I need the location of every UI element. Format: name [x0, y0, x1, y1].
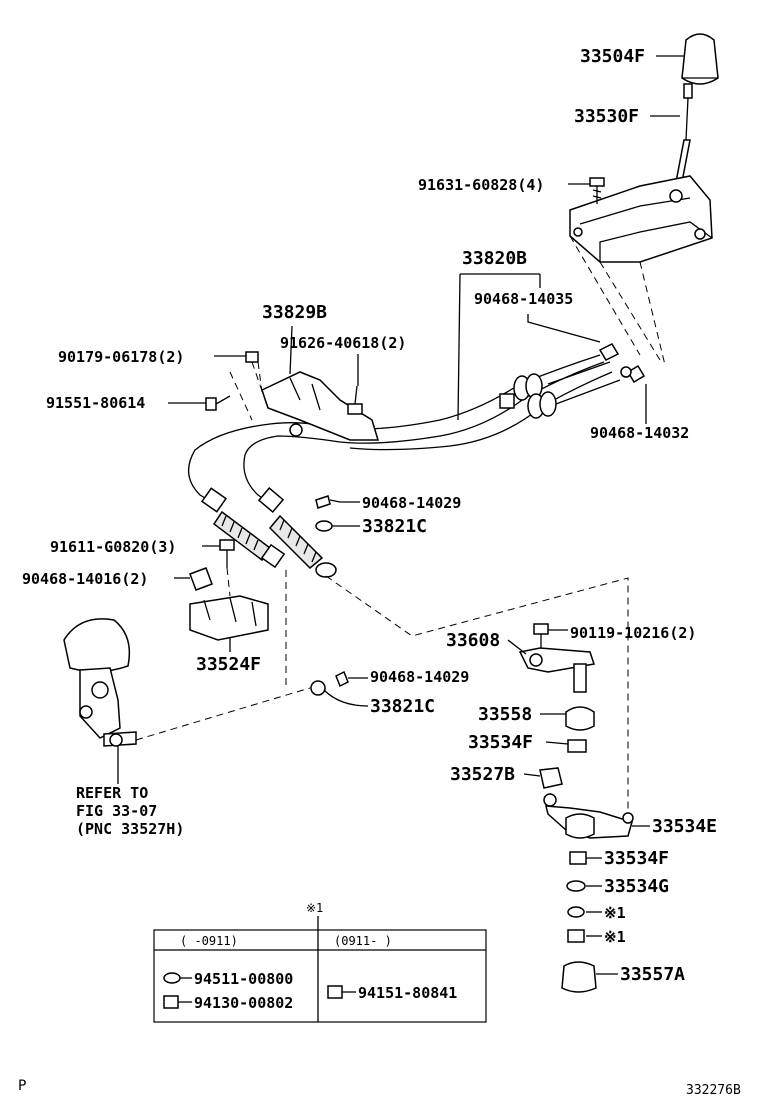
label-note1-washer: ※1	[586, 904, 626, 922]
part-number: 33534E	[652, 816, 717, 837]
part-number: 33530F	[574, 106, 639, 127]
label-91611: 91611-G0820(3)	[50, 538, 220, 556]
clip-90468-14016-drawing	[189, 567, 213, 591]
table-marker: ※1	[306, 901, 323, 915]
bushing-33557A-drawing	[561, 961, 597, 993]
footer-left: P	[18, 1078, 26, 1094]
clip-90468-14029-upper-drawing	[315, 495, 341, 509]
washer-note1-drawing	[567, 906, 585, 918]
part-number: ※1	[604, 904, 626, 922]
part-number: 33558	[478, 704, 532, 725]
table-col1-row2: 94130-00802	[194, 994, 293, 1012]
part-number: 33534F	[468, 732, 533, 753]
label-90468-14029-lower: 90468-14029	[348, 668, 469, 686]
table-col2-header: (0911- )	[334, 934, 392, 948]
label-33524F: 33524F	[196, 638, 261, 675]
label-91631: 91631-60828(4)	[418, 176, 590, 194]
bolt-91611-drawing	[219, 539, 235, 568]
label-33530F: 33530F	[574, 106, 680, 127]
shift-lever-drawing	[675, 83, 693, 183]
label-90468-14029-upper: 90468-14029	[340, 494, 461, 512]
clip-90468-14029-lower-drawing	[335, 670, 349, 688]
shift-knob-drawing	[681, 33, 719, 85]
bracket-33524F-drawing	[189, 595, 269, 641]
label-90468-14032: 90468-14032	[590, 384, 689, 442]
part-number: 33527B	[450, 764, 515, 785]
nut-33534F-upper-drawing	[567, 739, 587, 753]
nut-note1-drawing	[567, 929, 585, 943]
part-number: 91611-G0820(3)	[50, 538, 176, 556]
label-33821C-lower: 33821C	[323, 689, 435, 717]
label-33829B: 33829B	[262, 302, 327, 375]
part-number: 33557A	[620, 964, 685, 985]
part-number: 90119-10216(2)	[570, 624, 696, 642]
table-col2-row1: 94151-80841	[358, 984, 457, 1002]
bracket-33527B-drawing	[539, 767, 563, 789]
washer-33534G-drawing	[566, 880, 586, 892]
part-number: 33829B	[262, 302, 327, 323]
table-col1-row1: 94511-00800	[194, 970, 293, 988]
refer-line-3: (PNC 33527H)	[76, 820, 184, 838]
part-number: 33820B	[462, 248, 527, 269]
part-number: 33608	[446, 630, 500, 651]
part-number: 33821C	[370, 696, 435, 717]
label-33527B: 33527B	[450, 764, 541, 785]
label-33557A: 33557A	[596, 964, 685, 985]
variant-table: ※1 ( -0911) (0911- ) 94511-00800 94130-0…	[153, 901, 487, 1023]
label-90119: 90119-10216(2)	[548, 624, 696, 642]
label-91626: 91626-40618(2)	[280, 334, 406, 386]
label-33504F: 33504F	[580, 46, 684, 67]
label-91551: 91551-80614	[46, 394, 206, 412]
label-33821C-upper: 33821C	[332, 516, 427, 537]
table-col1-header: ( -0911)	[180, 934, 238, 948]
label-33820B: 33820B	[457, 248, 541, 421]
label-90468-14016: 90468-14016(2)	[22, 570, 190, 588]
label-90179: 90179-06178(2)	[58, 348, 246, 366]
bushing-33558-drawing	[565, 706, 595, 731]
part-number: 91551-80614	[46, 394, 145, 412]
control-lever-33608-drawing	[518, 647, 595, 693]
part-number: 33524F	[196, 654, 261, 675]
part-number: 90468-14029	[370, 668, 469, 686]
refer-note: REFER TO FIG 33-07 (PNC 33527H)	[76, 746, 184, 838]
part-number: 91631-60828(4)	[418, 176, 544, 194]
label-33534E: 33534E	[632, 816, 717, 837]
part-number: 91626-40618(2)	[280, 334, 406, 352]
part-number: 90179-06178(2)	[58, 348, 184, 366]
washer-33821C-lower-drawing	[310, 680, 326, 696]
refer-line-2: FIG 33-07	[76, 802, 157, 820]
bolt-91551-drawing	[205, 395, 231, 411]
shift-base-housing-drawing	[569, 175, 713, 263]
part-number: 33534G	[604, 876, 669, 897]
part-number: 33821C	[362, 516, 427, 537]
nut-33534F-lower-drawing	[569, 851, 587, 865]
part-number: 90468-14029	[362, 494, 461, 512]
washer-33821C-upper-drawing	[315, 520, 333, 532]
nut-90179-drawing	[245, 351, 259, 363]
bolt-90119-drawing	[533, 623, 549, 648]
part-number: 33504F	[580, 46, 645, 67]
shift-cable-assembly-drawing	[188, 343, 646, 578]
transaxle-lever-drawing	[63, 618, 137, 747]
part-number: ※1	[604, 928, 626, 946]
label-33608: 33608	[446, 630, 527, 655]
label-33534F-upper: 33534F	[468, 732, 569, 753]
label-33558: 33558	[478, 704, 566, 725]
cable-bracket-drawing	[261, 371, 380, 441]
label-33534F-lower: 33534F	[586, 848, 669, 869]
refer-line-1: REFER TO	[76, 784, 148, 802]
part-number: 90468-14032	[590, 424, 689, 442]
part-number: 33534F	[604, 848, 669, 869]
bolt-91631-drawing	[589, 177, 605, 204]
footer-right: 332276B	[686, 1083, 741, 1098]
label-note1-nut: ※1	[586, 928, 626, 946]
part-number: 90468-14035	[474, 290, 573, 308]
label-33534G: 33534G	[586, 876, 669, 897]
bolt-91626-drawing	[347, 385, 363, 415]
label-90468-14035: 90468-14035	[474, 290, 601, 343]
lever-33534E-drawing	[543, 793, 634, 839]
part-number: 90468-14016(2)	[22, 570, 148, 588]
